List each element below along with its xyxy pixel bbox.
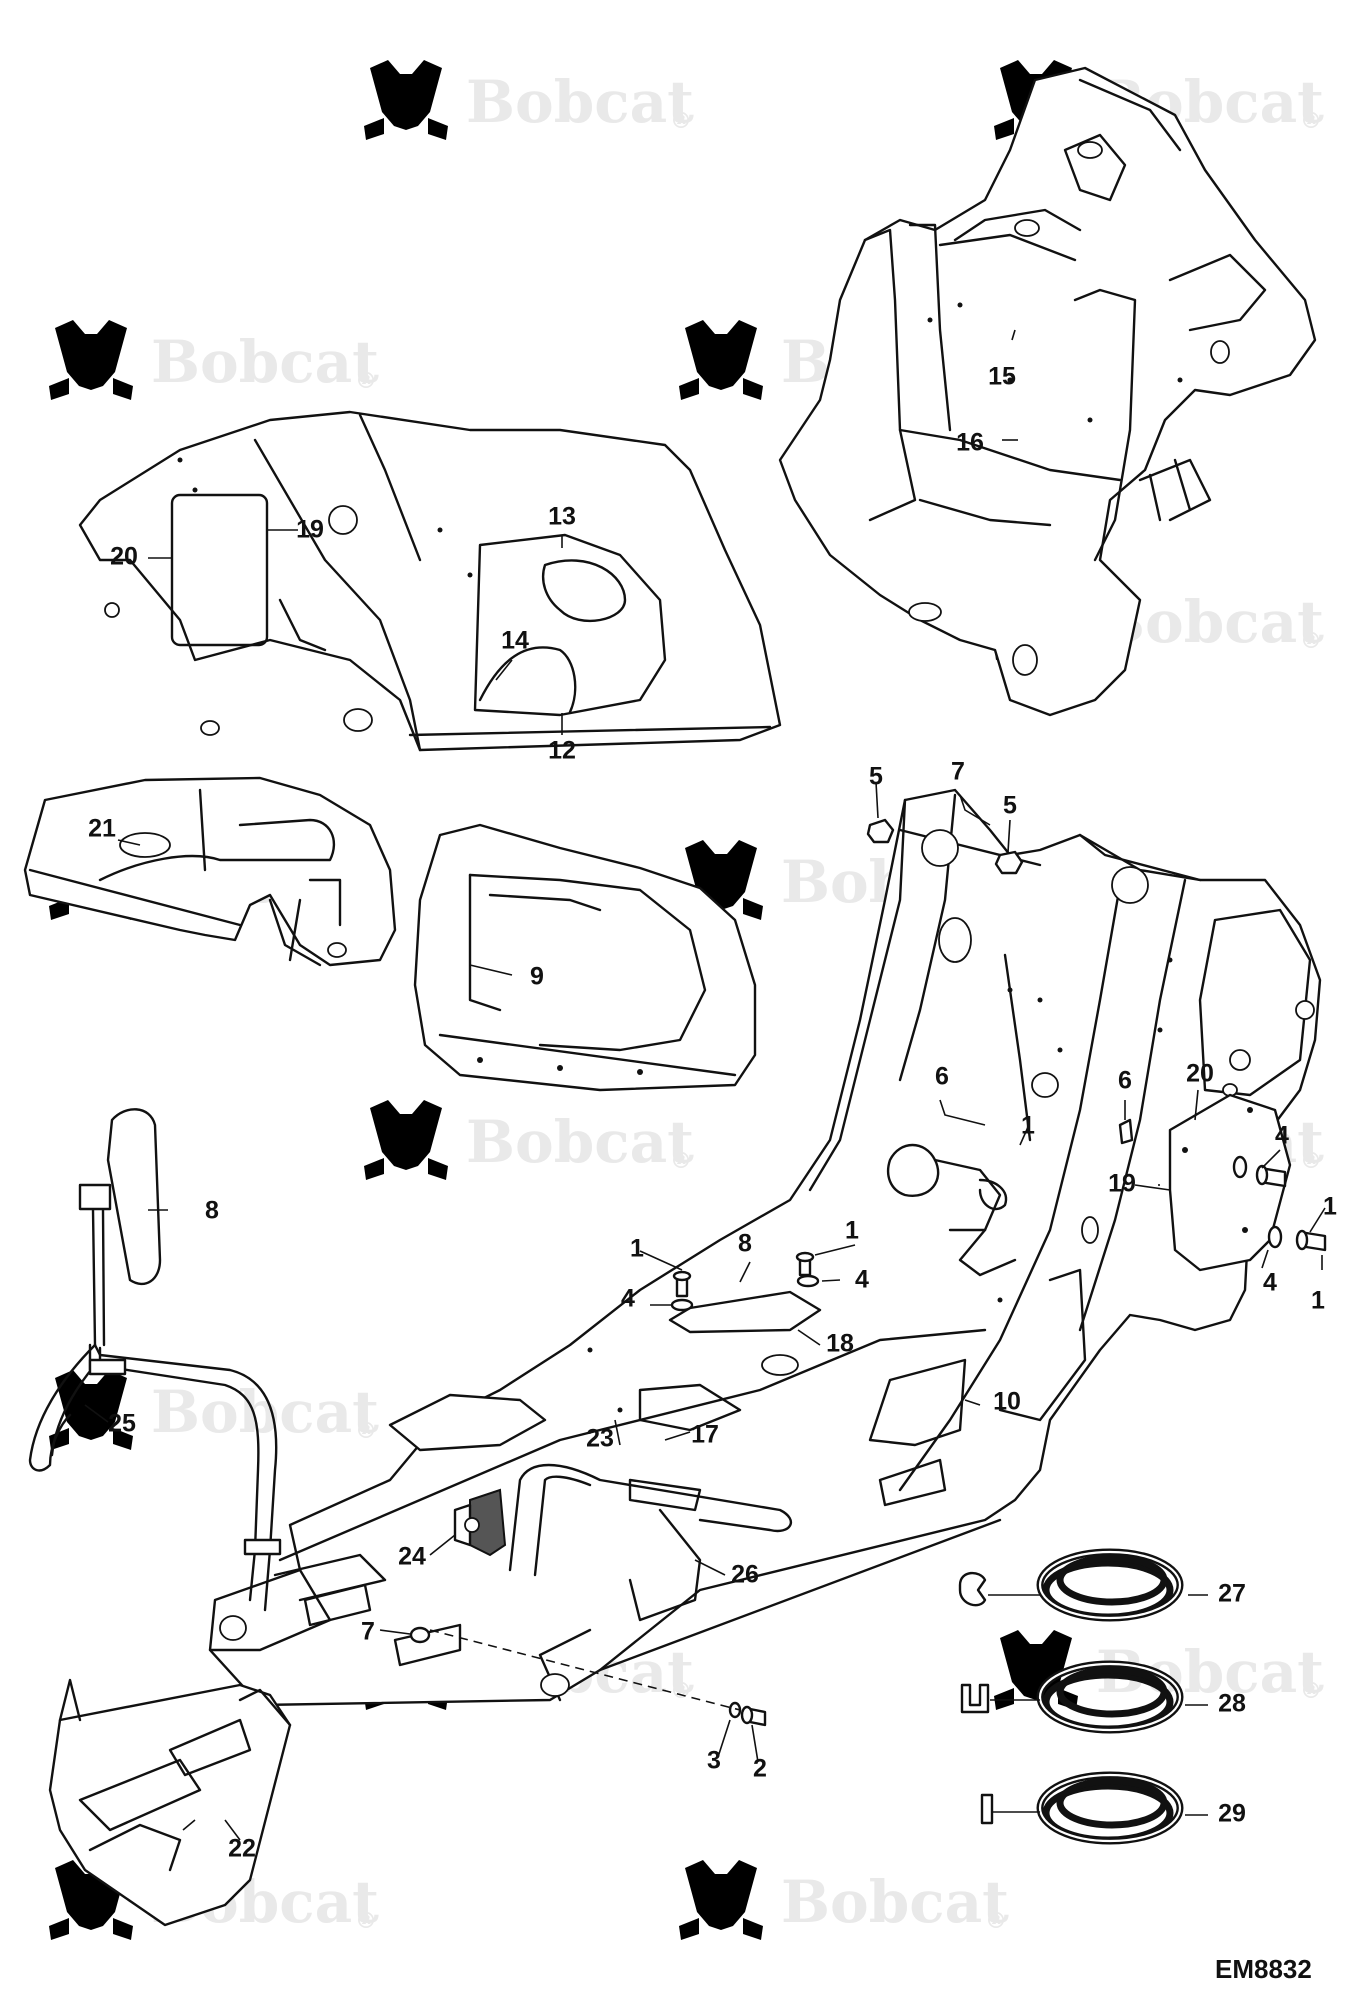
svg-text:®: ® [670,1148,692,1174]
grab-handle-part-26 [508,1463,793,1622]
callout-27: 27 [1218,1580,1246,1608]
edge-trim-part-28 [960,1660,1184,1734]
washer-part-4 [1232,1155,1248,1179]
callout-16: 15 [988,363,1016,391]
svg-text:®: ® [1300,1148,1322,1174]
callout-14: 13 [548,503,576,531]
leader-lines [84,329,1326,1841]
callout-1: 1 [1323,1193,1337,1221]
svg-text:®: ® [355,1908,377,1934]
callout-3: 3 [707,1747,721,1775]
floor-section-detail [23,776,397,967]
callout-29: 29 [1218,1800,1246,1828]
callout-26: 26 [731,1561,759,1589]
svg-text:Bobcat: Bobcat [151,328,379,396]
svg-text:®: ® [670,108,692,134]
callout-25: 25 [108,1410,136,1438]
callout-20: 20 [110,543,138,571]
watermark: Bobcat® [49,1370,379,1450]
edge-trim-part-27 [958,1548,1184,1622]
callout-17: 16 [956,429,984,457]
callout-1: 1 [1311,1287,1325,1315]
svg-text:®: ® [1300,1678,1322,1704]
assembly-line [429,1629,741,1711]
svg-text:Bobcat: Bobcat [151,1378,379,1446]
callout-1: 1 [845,1217,859,1245]
washer-part-4 [796,1274,820,1288]
nut-part-5 [866,818,895,844]
svg-text:Bobcat: Bobcat [466,1108,694,1176]
watermark: Bobcat® [679,1860,1009,1940]
callout-4: 4 [1263,1269,1277,1297]
bolt-part-1 [1255,1164,1287,1188]
callout-19: 19 [1108,1170,1136,1198]
cab-front-frame-detail [778,66,1317,717]
washer-part-4 [670,1298,694,1312]
callout-4: 4 [621,1285,635,1313]
svg-text:®: ® [670,1678,692,1704]
bracket-part-24 [453,1488,507,1557]
edge-trim-part-29 [980,1771,1184,1845]
callout-9: 7 [951,758,965,786]
grab-bar-part-25 [28,1343,282,1612]
svg-text:®: ® [985,1908,1007,1934]
callout-21: 21 [88,815,116,843]
callout-13: 12 [548,737,576,765]
callout-4: 4 [855,1266,869,1294]
watermark: Bobcat® [364,1100,694,1180]
callout-28: 28 [1218,1690,1246,1718]
bottom-plate-detail-22 [48,1678,292,1927]
callout-6: 6 [1118,1067,1132,1095]
callout-18: 17 [691,1421,719,1449]
callout-23: 23 [586,1425,614,1453]
main-frame [208,788,1322,1707]
callout-2: 2 [753,1755,767,1783]
svg-text:®: ® [355,368,377,394]
svg-text:Bobcat: Bobcat [781,1868,1009,1936]
nut-part-5 [994,850,1024,875]
callout-1: 1 [630,1235,644,1263]
callout-8: 8 [205,1197,219,1225]
cover-plate-part-10 [668,1290,822,1334]
side-panel-detail [78,410,782,752]
bolt-part-1 [672,1270,692,1298]
fastener-group [409,818,1327,1727]
diagram-code: EM8832 [1215,1954,1312,1984]
callout-6: 6 [935,1063,949,1091]
callout-4: 4 [1275,1122,1289,1150]
svg-text:®: ® [1300,108,1322,134]
bolt-part-1 [795,1251,815,1277]
mirror-part-8 [78,1108,162,1347]
callout-15: 14 [501,627,529,655]
callout-19: 19 [296,516,324,544]
callout-19: 18 [826,1330,854,1358]
svg-text:®: ® [355,1418,377,1444]
callout-12: 10 [993,1388,1021,1416]
callout-22: 22 [228,1835,256,1863]
callout-20: 20 [1186,1060,1214,1088]
cover-plate [388,1393,547,1452]
callout-1: 1 [1021,1112,1035,1140]
svg-text:Bobcat: Bobcat [466,68,694,136]
bolt-part-1 [1295,1229,1327,1252]
side-plate-part-20 [1168,1093,1292,1272]
watermark: Bobcat® [364,60,694,140]
frame-cutaway-detail [413,823,757,1092]
callout-7: 7 [361,1618,375,1646]
plug-part-7 [409,1626,431,1644]
callout-5: 5 [1003,792,1017,820]
callout-11: 9 [530,963,544,991]
callout-labels: 19 20 13 14 12 15 16 21 9 5 7 5 6 1 6 20… [88,363,1337,1863]
callout-24: 24 [398,1543,426,1571]
callout-5: 5 [869,763,883,791]
callout-10: 8 [738,1230,752,1258]
clip-part-6 [1118,1118,1134,1145]
washer-part-4 [1267,1225,1283,1249]
bolt-part-2 [740,1705,767,1727]
svg-text:®: ® [1300,628,1322,654]
watermark: Bobcat® [49,320,379,400]
